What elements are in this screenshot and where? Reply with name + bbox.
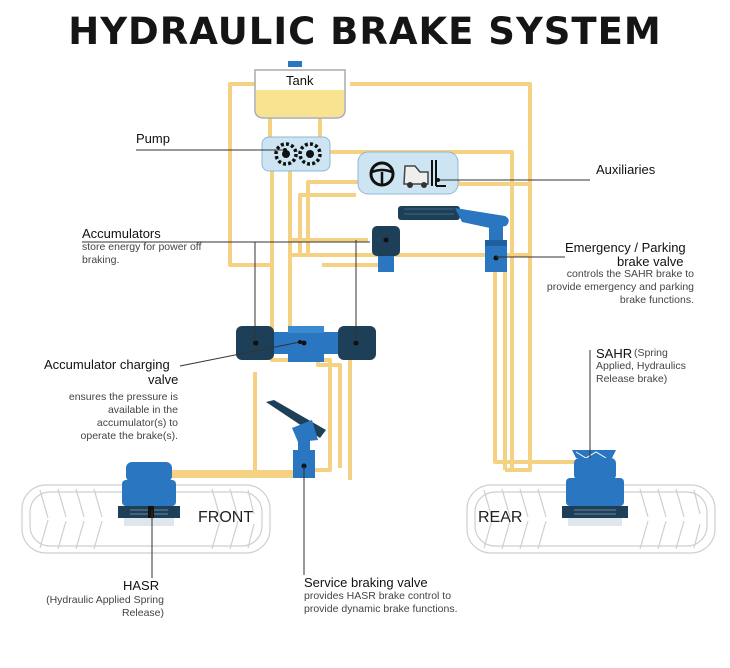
- acc-charging-valve-label-line1: Accumulator charging: [44, 357, 170, 372]
- tank: [254, 61, 346, 119]
- hasr-description: (Hydraulic Applied Spring Release): [46, 594, 164, 619]
- accumulators-label: Accumulators: [82, 226, 161, 241]
- page-title: HYDRAULIC BRAKE SYSTEM: [68, 10, 662, 53]
- pump-icon: [261, 136, 331, 172]
- emergency-parking-valve: [485, 226, 507, 272]
- rear-brake-sahr: [562, 450, 628, 526]
- front-brake-hasr: [118, 462, 180, 526]
- auxiliaries-icon: [357, 151, 459, 195]
- emergency-valve-label-line2: brake valve: [617, 254, 684, 269]
- rear-tire: [466, 484, 716, 554]
- hasr-label: HASR: [123, 578, 160, 593]
- rear-label: REAR: [478, 509, 523, 526]
- emergency-valve-label-line1: Emergency / Parking: [565, 240, 686, 255]
- auxiliaries-label: Auxiliaries: [596, 162, 656, 177]
- service-valve-description: provides HASR brake control to provide d…: [304, 590, 458, 615]
- tank-label: Tank: [286, 73, 314, 88]
- hydraulic-pipes: [160, 82, 580, 480]
- accumulator-charging-valve: [274, 326, 338, 362]
- sahr-description: (Spring Applied, Hydraulics Release brak…: [596, 347, 686, 385]
- service-brake-pedal: [266, 400, 326, 442]
- pump-label: Pump: [136, 131, 170, 146]
- accumulators-description: store energy for power off braking.: [82, 241, 202, 266]
- leader-lines: [82, 149, 591, 578]
- sahr-label: SAHR: [596, 346, 633, 361]
- acc-charging-valve-description: ensures the pressure is available in the…: [68, 391, 178, 442]
- front-label: FRONT: [198, 509, 254, 526]
- emergency-valve-description: controls the SAHR brake to provide emerg…: [546, 268, 694, 306]
- leader-dots: [253, 148, 440, 345]
- parking-brake-lever: [398, 206, 509, 228]
- service-valve-label: Service braking valve: [304, 575, 428, 590]
- acc-charging-valve-label-line2: valve: [148, 372, 179, 387]
- accumulator-top: [372, 226, 400, 272]
